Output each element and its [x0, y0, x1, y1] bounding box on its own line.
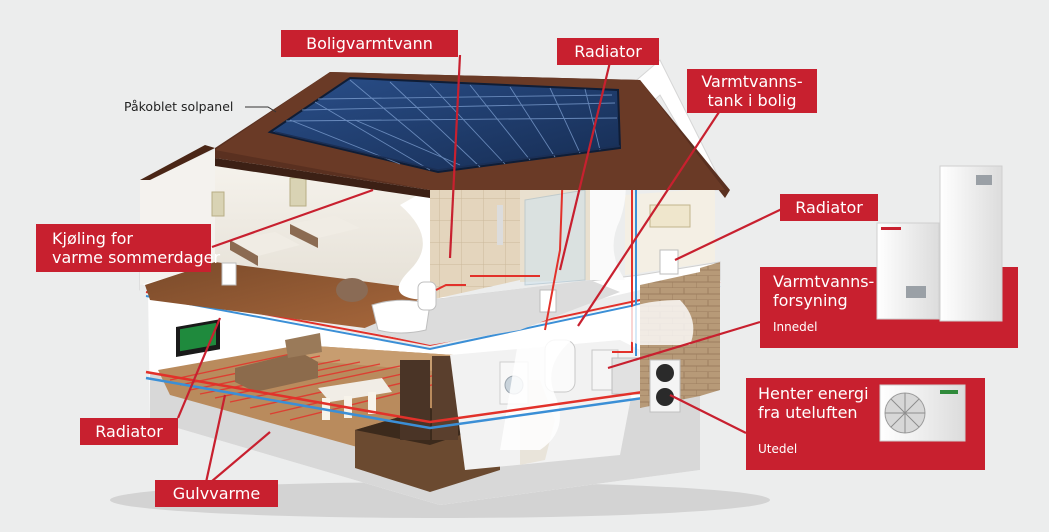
radiator-top-label: Radiator [557, 38, 659, 65]
solar-panels [267, 76, 622, 174]
energy-text-line1: Henter energi [758, 384, 869, 403]
radiator-bottom-text: Radiator [95, 422, 163, 441]
radiator-right-text: Radiator [795, 198, 863, 217]
solar-panel-label: Påkoblet solpanel [124, 99, 234, 114]
supply-label: Varmtvanns- forsyning Innedel [760, 267, 875, 348]
hot-water-text: Boligvarmtvann [306, 34, 433, 53]
floor-heating-label: Gulvvarme [155, 480, 278, 507]
energy-text-line2: fra uteluften [758, 403, 858, 422]
energy-label: Henter energi fra uteluften Utedel [746, 378, 876, 470]
ground-floor [148, 280, 700, 505]
tank-label: Varmtvanns- tank i bolig [687, 69, 817, 113]
radiator-bottom-label: Radiator [80, 418, 178, 445]
callout-lines [176, 54, 787, 488]
tank-text-line2: tank i bolig [707, 91, 797, 110]
floor-heating-text: Gulvvarme [172, 484, 261, 503]
indoor-unit-text: Innedel [773, 320, 818, 334]
supply-text-line2: forsyning [773, 291, 848, 310]
radiator-top-text: Radiator [574, 42, 642, 61]
house-outdoor-unit [649, 359, 681, 413]
supply-text-line1: Varmtvanns- [773, 272, 875, 291]
upper-floor [140, 59, 726, 356]
roof [140, 72, 730, 198]
cooling-label: Kjøling for varme sommerdager [36, 224, 221, 272]
solar-leader-line [245, 106, 277, 113]
cooling-text-line2: varme sommerdager [52, 248, 221, 267]
radiator-right-label: Radiator [780, 194, 878, 221]
cooling-text-line1: Kjøling for [52, 229, 133, 248]
hot-water-label: Boligvarmtvann [281, 30, 458, 57]
tank-text-line1: Varmtvanns- [701, 72, 803, 91]
outdoor-unit-text: Utedel [758, 442, 798, 456]
product-units-front [876, 165, 1003, 442]
